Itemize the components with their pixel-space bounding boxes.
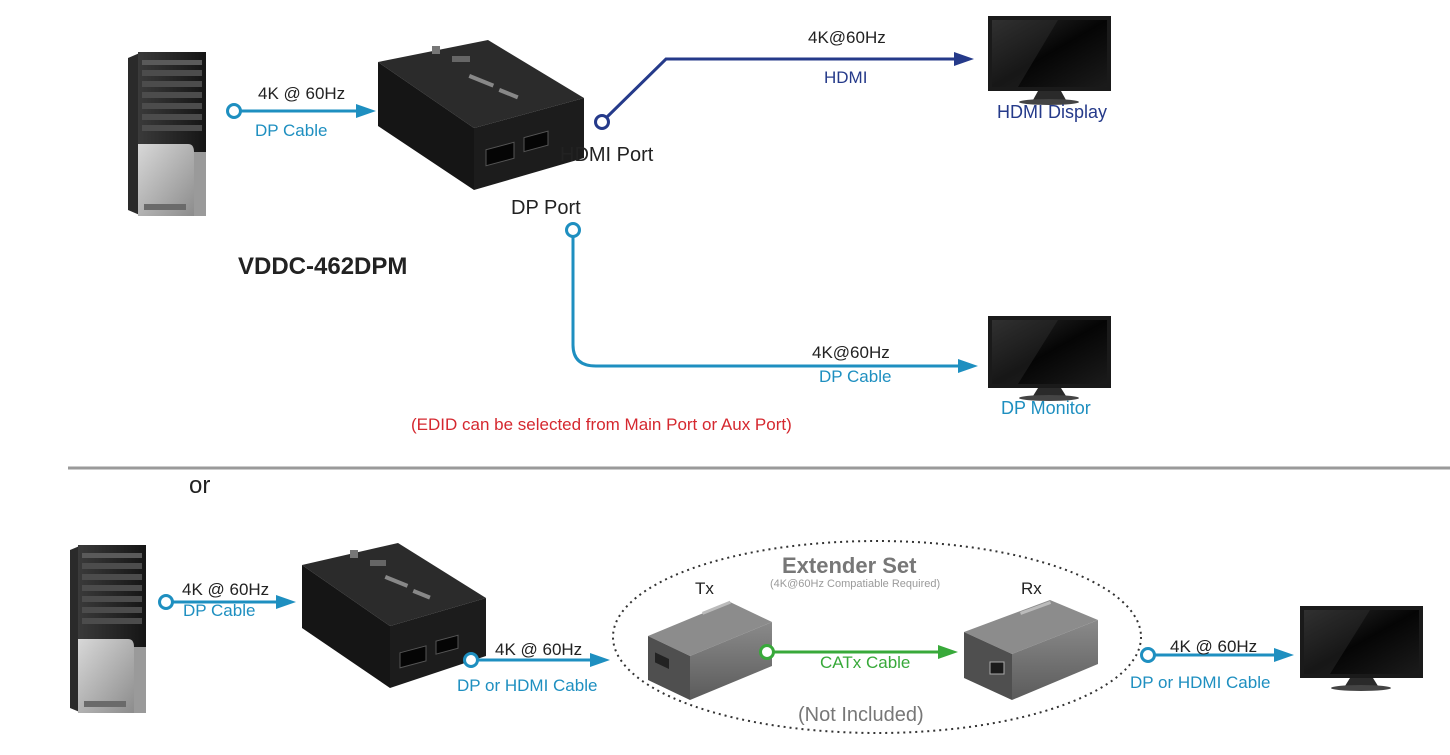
extender-rx-icon: [964, 600, 1098, 700]
monitor-icon: [1300, 606, 1423, 691]
separator-or: or: [189, 472, 211, 499]
monitor-icon: [988, 16, 1111, 105]
hdmi-port-label: HDMI Port: [560, 144, 654, 166]
hdmi-output-speed: 4K@60Hz: [808, 28, 886, 47]
dp-output-cable-label: DP Cable: [819, 367, 892, 386]
extender-rx-label: Rx: [1021, 579, 1042, 598]
catx-cable-label: CATx Cable: [820, 653, 911, 672]
desktop-pc-icon: [70, 545, 146, 713]
splitter-device-icon: [302, 543, 486, 688]
splitter-device-icon: [378, 40, 584, 190]
top-input-speed: 4K @ 60Hz: [258, 84, 346, 103]
top-input-cable-label: DP Cable: [255, 121, 328, 140]
bottom-input-cable-label: DP Cable: [183, 601, 256, 620]
dp-port-label: DP Port: [511, 197, 581, 219]
model-name: VDDC-462DPM: [238, 253, 408, 280]
hdmi-display-label: HDMI Display: [997, 102, 1108, 122]
extender-set-boundary: [612, 540, 1142, 734]
top-input-cable: [226, 103, 376, 119]
display-link-cable: [1140, 647, 1294, 663]
edid-note: (EDID can be selected from Main Port or …: [411, 415, 792, 434]
extender-tx-label: Tx: [695, 579, 714, 598]
monitor-icon: [988, 316, 1111, 401]
extender-tx-icon: [648, 600, 772, 700]
desktop-pc-icon: [128, 52, 206, 216]
display-link-speed: 4K @ 60Hz: [1170, 637, 1258, 656]
dp-output-cable: [565, 222, 978, 373]
bottom-input-speed: 4K @ 60Hz: [182, 580, 270, 599]
bottom-output-cable: [463, 652, 610, 668]
display-link-cable-label: DP or HDMI Cable: [1130, 673, 1271, 692]
hdmi-output-cable-label: HDMI: [824, 68, 868, 87]
extender-set-title: Extender Set: [782, 553, 917, 578]
hdmi-output-cable: [594, 52, 974, 130]
dp-output-speed: 4K@60Hz: [812, 343, 890, 362]
extender-requirement: (4K@60Hz Compatiable Required): [770, 578, 941, 590]
catx-cable: [759, 644, 958, 660]
bottom-output-cable-label: DP or HDMI Cable: [457, 676, 598, 695]
bottom-output-speed: 4K @ 60Hz: [495, 640, 583, 659]
extender-not-included: (Not Included): [798, 704, 924, 726]
bottom-input-cable: [158, 594, 296, 610]
dp-monitor-label: DP Monitor: [1001, 398, 1091, 418]
